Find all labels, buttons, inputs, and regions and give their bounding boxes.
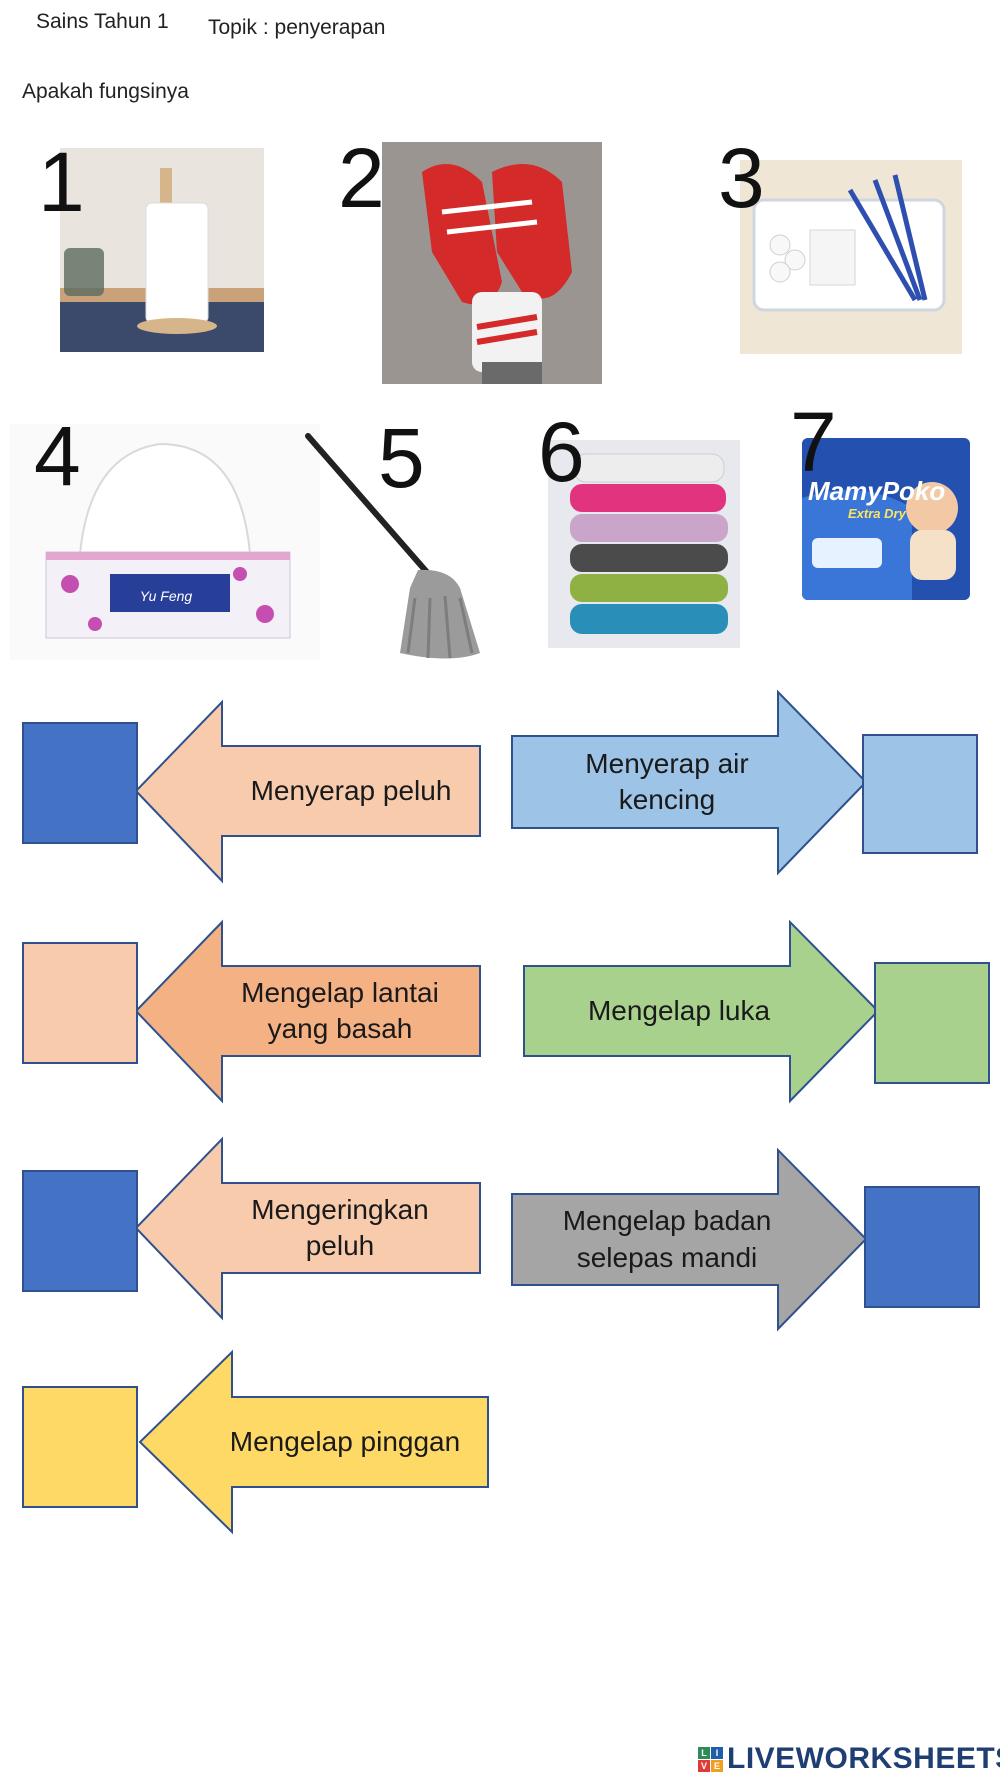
item-number-4: 4: [34, 409, 81, 503]
item-number-5: 5: [378, 411, 425, 505]
diaper-brand: MamyPoko: [808, 476, 946, 506]
paper-towel-roll-icon: [60, 168, 264, 352]
item-number-3: 3: [718, 131, 765, 225]
item-6-picture: [548, 440, 740, 648]
towel-stack-icon: [570, 453, 728, 634]
answer-box-5[interactable]: [22, 1170, 138, 1292]
logo-letter-3: V: [698, 1759, 710, 1772]
item-3-picture: [740, 160, 962, 354]
answer-box-1[interactable]: [22, 722, 138, 844]
topic-label: Topik : penyerapan: [208, 16, 386, 39]
answer-box-3[interactable]: [22, 942, 138, 1064]
item-number-7: 7: [790, 395, 837, 489]
question-label: Apakah fungsinya: [22, 80, 189, 103]
tissue-box-icon: [45, 442, 291, 639]
answer-label-6: Mengelap badan selepas mandi: [562, 1205, 772, 1273]
item-number-1: 1: [38, 135, 85, 229]
liveworksheets-logo[interactable]: L I V E LIVEWORKSHEETS: [698, 1742, 1000, 1776]
item-2-picture: [382, 142, 602, 384]
answer-box-4[interactable]: [874, 962, 990, 1084]
logo-letter-2: I: [711, 1746, 723, 1759]
answer-label-2: Menyerap air kencing: [585, 747, 749, 815]
answer-label-7: Mengelap pinggan: [229, 1425, 461, 1457]
item-7-picture: [802, 438, 970, 600]
live-logo-icon: L I V E: [698, 1746, 723, 1772]
answer-box-7[interactable]: [22, 1386, 138, 1508]
answer-box-6[interactable]: [864, 1186, 980, 1308]
item-number-2: 2: [338, 131, 385, 225]
cotton-wool-tray-icon: [752, 174, 946, 312]
logo-letter-4: E: [711, 1759, 723, 1772]
tissue-brand: Yu Feng: [139, 588, 193, 604]
item-number-6: 6: [538, 405, 585, 499]
mop-icon: [305, 433, 480, 659]
item-5-picture: [300, 428, 500, 664]
answer-label-1: Menyerap peluh: [250, 774, 452, 806]
item-1-picture: [60, 148, 264, 352]
answer-label-4: Mengelap luka: [587, 994, 771, 1026]
subject-label: Sains Tahun 1: [36, 10, 169, 33]
diaper-pack-icon: [802, 438, 970, 600]
logo-letter-1: L: [698, 1746, 710, 1759]
diaper-sub: Extra Dry: [848, 506, 906, 521]
answer-box-2[interactable]: [862, 734, 978, 854]
socks-and-shoes-icon: [382, 142, 602, 384]
answer-label-3: Mengelap lantai yang basah: [241, 976, 439, 1044]
brand-name: LIVEWORKSHEETS: [727, 1742, 1000, 1775]
item-4-picture: [10, 424, 320, 660]
answer-label-5: Mengeringkan peluh: [251, 1193, 429, 1261]
